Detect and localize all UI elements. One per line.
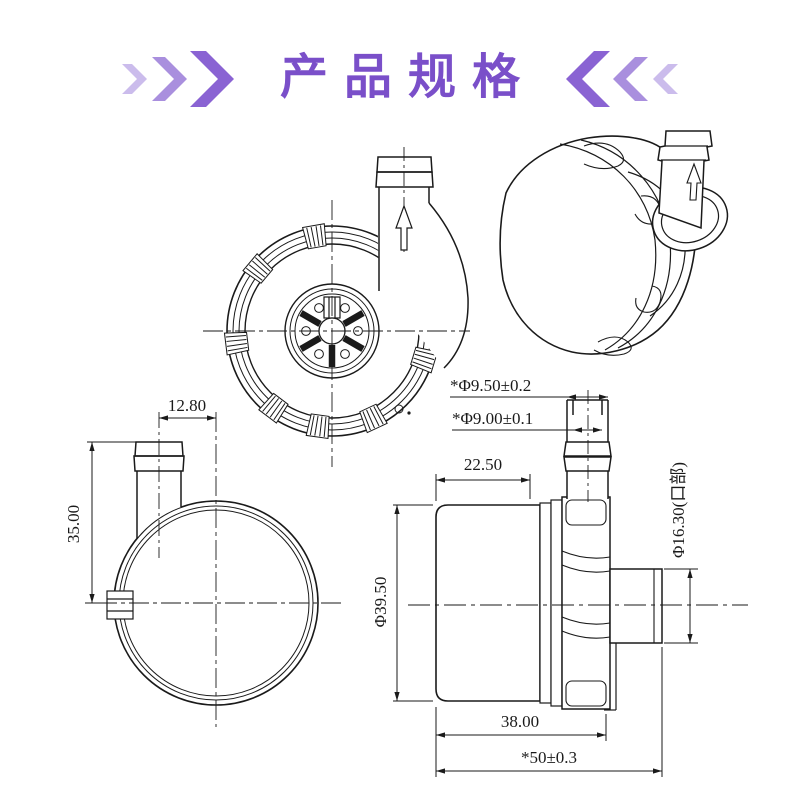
dim-body-diameter: Φ39.50 [371,504,433,702]
dim-label-inlet-offset: 12.80 [168,396,206,415]
dim-label-outlet-od: Φ16.30(口部) [669,462,688,558]
dim-label-motor-to-head: 22.50 [464,455,502,474]
top-view: 12.80 35.00 [64,396,343,727]
dim-motor-to-head: 22.50 [435,455,531,501]
iso-body-silhouette [499,135,697,355]
iso-inlet-pipe [657,130,713,230]
flow-direction-arrow [395,204,413,251]
motor-body [435,504,541,702]
dim-inlet-height: 35.00 [64,441,137,604]
screw-dot [407,411,411,415]
dim-inlet-offset: 12.80 [159,396,216,421]
dim-label-head-length: 38.00 [501,712,539,731]
dim-label-inlet-id: *Φ9.00±0.1 [452,409,533,428]
screw-detail [394,404,404,414]
rim-clip-bands [223,223,439,440]
dim-label-inlet-height: 35.00 [64,505,83,543]
page-title: 产品规格 [279,51,536,104]
dim-label-inlet-od: *Φ9.50±0.2 [450,376,531,395]
inlet-pipe-top-view [133,441,185,538]
flange-bands [539,499,563,707]
dim-label-body-diameter: Φ39.50 [371,577,390,628]
dim-inlet-od: *Φ9.50±0.2 [450,376,608,400]
outlet-pipe-front [375,156,469,369]
clamp-ring [561,496,611,710]
dim-total-length: *50±0.3 [436,647,663,777]
isometric-view [499,130,729,356]
chevrons-right-icon [121,51,234,107]
dim-label-total-length: *50±0.3 [521,748,577,767]
iso-flow-arrow [686,162,702,201]
dim-inlet-id: *Φ9.00±0.1 [452,409,602,433]
key-tab [106,590,134,620]
front-view [203,147,470,467]
chevrons-left-icon [566,51,678,107]
inlet-pipe-side-view [563,390,612,502]
dim-head-length: 38.00 [435,707,607,777]
side-view: *Φ9.50±0.2 *Φ9.00±0.1 22.50 [371,376,748,777]
dim-outlet-od: Φ16.30(口部) [664,462,698,644]
outlet-port [604,568,663,711]
outlet-volute-mask [377,157,469,368]
page-header: 产品规格 [0,36,800,108]
